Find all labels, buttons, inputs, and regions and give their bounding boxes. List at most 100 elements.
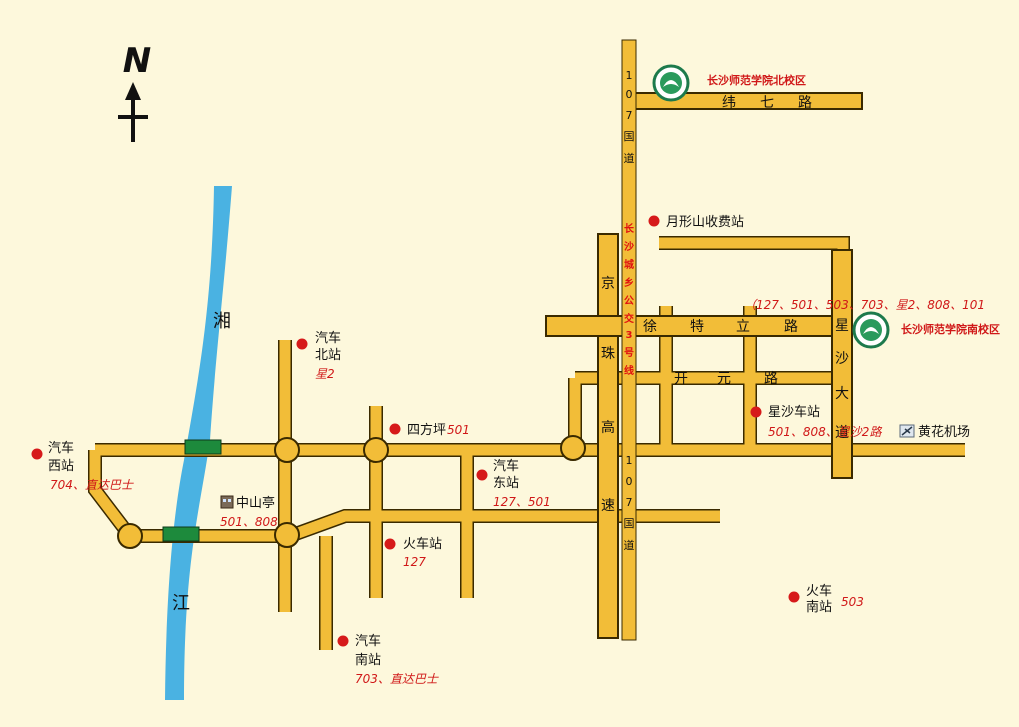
svg-text:路: 路 <box>784 319 798 335</box>
station-marker-icon <box>31 448 43 460</box>
road-weiqi-label: 纬 七 路 <box>722 95 812 111</box>
bus-south-route: 703、直达巴士 <box>355 672 439 686</box>
svg-text:沙: 沙 <box>624 241 634 253</box>
svg-text:高: 高 <box>601 419 615 436</box>
svg-text:星: 星 <box>835 318 849 334</box>
svg-text:道: 道 <box>835 425 849 441</box>
svg-text:道: 道 <box>624 538 635 552</box>
svg-text:1: 1 <box>626 454 633 467</box>
bus-north-label-1: 汽车 <box>315 330 341 346</box>
xingsha-avenue <box>831 249 853 479</box>
bus-east-label-1: 汽车 <box>493 458 519 474</box>
g107-label-bottom: 1 0 7 国 道 <box>624 454 635 552</box>
south-campus-routes: （127、501、503、703、星2、808、101 <box>744 298 985 312</box>
station-marker-icon <box>384 538 396 550</box>
svg-text:城: 城 <box>624 258 634 271</box>
svg-text:徐: 徐 <box>643 319 657 335</box>
svg-text:交: 交 <box>624 312 634 325</box>
river-label-top: 湘 <box>213 311 231 332</box>
north-arrow: N <box>118 41 151 142</box>
bus-south-label-2: 南站 <box>355 652 381 668</box>
bus-east-label-2: 东站 <box>493 476 519 491</box>
svg-text:道: 道 <box>624 151 635 165</box>
svg-text:元: 元 <box>717 371 731 387</box>
south-campus-label: 长沙师范学院南校区 <box>901 322 1000 336</box>
train-south-label-1: 火车 <box>806 583 832 599</box>
train-south-route: 503 <box>841 595 864 609</box>
bus-line-3-label: 长 沙 城 乡 公 交 3 号 线 <box>624 222 635 377</box>
station-marker-icon <box>296 338 308 350</box>
station-marker-icon <box>750 406 762 418</box>
north-campus-label: 长沙师范学院北校区 <box>707 73 806 87</box>
svg-text:国: 国 <box>624 517 635 530</box>
svg-text:7: 7 <box>626 109 633 122</box>
road-kaiyuan-label: 开 元 路 <box>674 371 778 387</box>
station-marker-icon <box>788 591 800 603</box>
svg-text:3: 3 <box>626 330 633 341</box>
bus-north-route: 星2 <box>315 367 335 381</box>
roundabout <box>363 437 389 463</box>
building-icon <box>220 495 234 509</box>
roundabout <box>117 523 143 549</box>
svg-text:7: 7 <box>626 496 633 509</box>
svg-text:珠: 珠 <box>601 346 615 362</box>
station-marker-icon <box>648 215 660 227</box>
station-marker-icon <box>337 635 349 647</box>
svg-text:大: 大 <box>835 386 849 402</box>
road-xute-label: 徐 特 立 路 <box>643 319 798 335</box>
bridge-south <box>162 526 200 542</box>
svg-text:京: 京 <box>601 276 615 292</box>
road-xingsha-label: 星 沙 大 道 <box>835 318 849 441</box>
svg-text:立: 立 <box>736 319 750 335</box>
airplane-icon <box>899 424 915 438</box>
svg-text:0: 0 <box>626 88 633 101</box>
bus-south-label-1: 汽车 <box>355 633 381 649</box>
svg-text:沙: 沙 <box>835 351 849 367</box>
river-label-bottom: 江 <box>172 593 190 614</box>
campus-logo-icon <box>852 311 890 349</box>
svg-text:国: 国 <box>624 130 635 143</box>
svg-text:公: 公 <box>624 295 634 307</box>
roundabouts <box>117 435 586 549</box>
road-jingzhu-label: 京 珠 高 速 <box>601 276 615 514</box>
svg-text:纬: 纬 <box>722 95 736 111</box>
bridge-north <box>184 439 222 455</box>
zhongshanting-label: 中山亭 <box>236 495 275 511</box>
svg-text:速: 速 <box>601 498 615 514</box>
compass-letter: N <box>123 41 151 81</box>
roundabout <box>560 435 586 461</box>
airport-label: 黄花机场 <box>918 424 970 440</box>
svg-text:路: 路 <box>798 95 812 111</box>
svg-text:1: 1 <box>626 69 633 82</box>
station-marker-icon <box>476 469 488 481</box>
train-station-route: 127 <box>403 555 426 569</box>
sifangping-label: 四方坪501 <box>407 422 470 438</box>
svg-text:乡: 乡 <box>624 276 634 289</box>
svg-text:0: 0 <box>626 475 633 488</box>
train-south-label-2: 南站 <box>806 599 832 615</box>
g107-label-top: 1 0 7 国 道 <box>624 69 635 165</box>
svg-text:路: 路 <box>764 371 778 387</box>
bus-east-route: 127、501 <box>493 495 551 509</box>
toll-station-label: 月形山收费站 <box>666 215 744 230</box>
station-marker-icon <box>389 423 401 435</box>
svg-text:线: 线 <box>624 364 634 377</box>
zhongshanting-route: 501、808 <box>220 515 278 529</box>
bus-west-label-2: 西站 <box>48 459 74 474</box>
train-station-label: 火车站 <box>403 536 442 552</box>
bus-west-label-1: 汽车 <box>48 440 74 456</box>
bus-north-label-2: 北站 <box>315 348 341 363</box>
roundabout <box>274 522 300 548</box>
bus-west-route: 704、直达巴士 <box>50 478 134 492</box>
xingsha-station-label: 星沙车站 <box>768 404 820 420</box>
xingsha-station-route: 501、808、星沙2路 <box>768 425 882 439</box>
svg-text:开: 开 <box>674 371 688 387</box>
svg-text:号: 号 <box>624 347 634 359</box>
svg-text:特: 特 <box>690 319 704 335</box>
arrow-icon <box>125 82 141 100</box>
svg-text:七: 七 <box>760 95 774 111</box>
jingzhu-expressway <box>597 233 619 639</box>
campus-logo-icon <box>652 64 690 102</box>
